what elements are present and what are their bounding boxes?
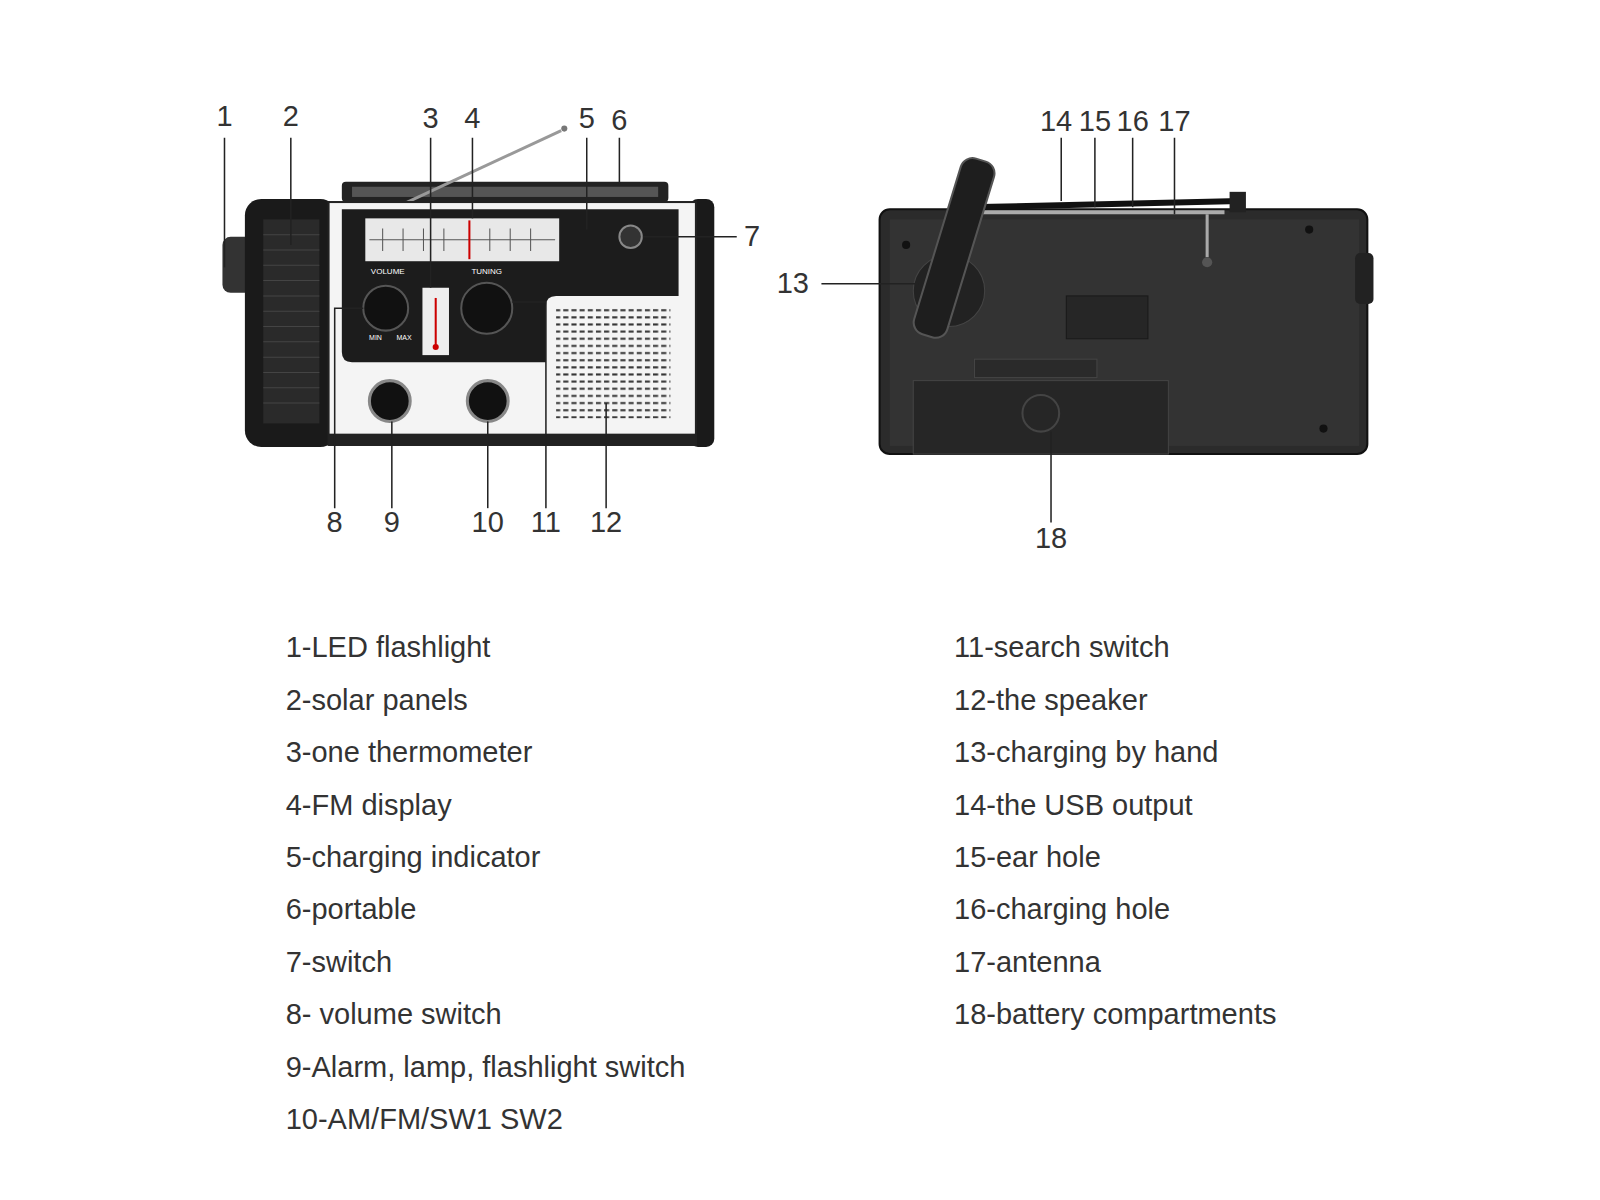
leader-lines: [224, 138, 1174, 523]
callout-number: 6: [611, 105, 627, 137]
callout-number: 12: [590, 508, 622, 540]
legend-entry: 10-AM/FM/SW1 SW2: [286, 1104, 563, 1136]
callout-number: 16: [1117, 106, 1149, 138]
panel-marking: VOLUME: [371, 268, 405, 277]
callout-number: 15: [1079, 106, 1111, 138]
legend-entry: 3-one thermometer: [286, 737, 533, 769]
legend-entry: 4-FM display: [286, 790, 452, 822]
legend-entry: 14-the USB output: [954, 790, 1193, 822]
legend-entry: 16-charging hole: [954, 894, 1170, 926]
callout-number: 7: [744, 221, 760, 253]
legend-entry: 2-solar panels: [286, 685, 468, 717]
callout-number: 1: [216, 101, 232, 133]
legend-entry: 7-switch: [286, 947, 392, 979]
panel-marking: TUNING: [471, 268, 502, 277]
callout-number: 4: [464, 103, 480, 135]
panel-marking: MAX: [396, 334, 411, 342]
front-view: [222, 126, 714, 447]
callout-number: 3: [423, 103, 439, 135]
legend-entry: 17-antenna: [954, 947, 1101, 979]
callout-number: 17: [1158, 106, 1190, 138]
legend-entry: 13-charging by hand: [954, 737, 1218, 769]
callout-number: 5: [579, 103, 595, 135]
legend-entry: 8- volume switch: [286, 999, 502, 1031]
callout-number: 18: [1035, 523, 1067, 555]
legend-entry: 6-portable: [286, 894, 417, 926]
legend-entry: 15-ear hole: [954, 842, 1101, 874]
callout-number: 14: [1040, 106, 1072, 138]
legend-entry: 18-battery compartments: [954, 999, 1276, 1031]
legend-entry: 5-charging indicator: [286, 842, 541, 874]
callout-number: 8: [327, 508, 343, 540]
legend-entry: 1-LED flashlight: [286, 632, 491, 664]
back-view: [880, 155, 1374, 454]
legend-entry: 12-the speaker: [954, 685, 1147, 717]
callout-number: 2: [283, 101, 299, 133]
callout-number: 9: [384, 508, 400, 540]
callout-number: 10: [472, 508, 504, 540]
legend-entry: 9-Alarm, lamp, flashlight switch: [286, 1052, 686, 1084]
legend-entry: 11-search switch: [954, 632, 1169, 664]
callout-number: 11: [531, 508, 561, 540]
panel-marking: MIN: [369, 334, 382, 342]
callout-number: 13: [777, 268, 809, 300]
